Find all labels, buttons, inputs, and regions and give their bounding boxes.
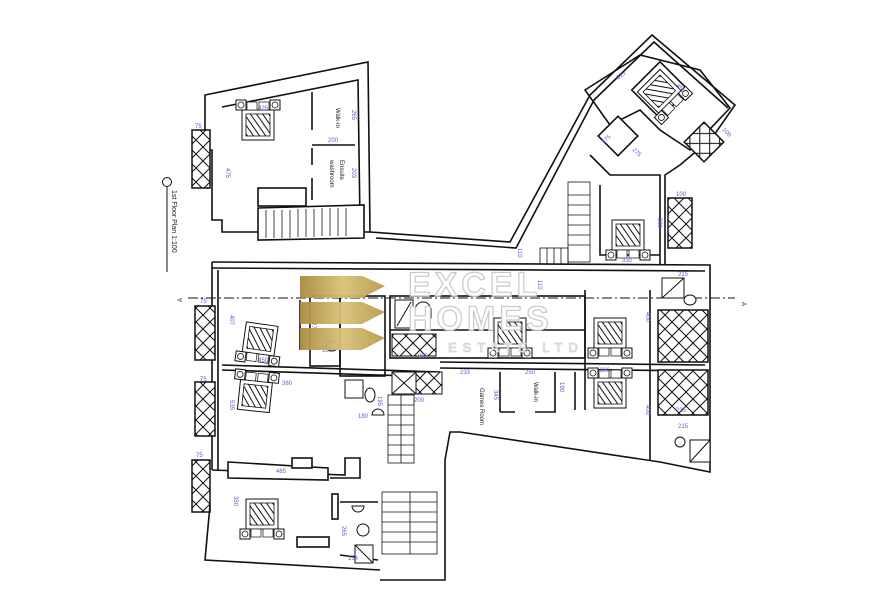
nw-stairs: [265, 208, 347, 238]
nw-bedroom: [204, 61, 371, 241]
watermark-logo: [300, 276, 385, 350]
svg-text:450: 450: [258, 358, 269, 364]
svg-text:203: 203: [350, 168, 356, 179]
bathroom-fixtures: [325, 277, 711, 463]
svg-text:75: 75: [196, 453, 203, 459]
bed-icon: [587, 317, 633, 359]
svg-text:380: 380: [656, 218, 662, 229]
svg-text:265: 265: [340, 526, 346, 537]
balcony-sw: [191, 459, 211, 513]
svg-text:Walk-in: Walk-in: [334, 108, 340, 128]
balcony-w1: [194, 305, 216, 361]
svg-text:100: 100: [676, 192, 687, 198]
balcony-w2: [194, 381, 216, 437]
svg-text:190: 190: [558, 382, 564, 393]
bed-icon: [239, 498, 285, 540]
svg-text:110: 110: [536, 280, 542, 290]
bed-icon: [230, 368, 280, 414]
ne-stairs: [539, 181, 591, 265]
svg-text:235: 235: [676, 408, 687, 414]
balcony-e2: [657, 309, 709, 363]
svg-text:200: 200: [414, 398, 425, 404]
svg-text:535: 535: [228, 400, 234, 411]
svg-text:350: 350: [232, 496, 238, 507]
svg-text:100: 100: [721, 127, 733, 139]
svg-text:1st Floor Plan 1:100: 1st Floor Plan 1:100: [170, 190, 177, 253]
bed-icon: [632, 64, 694, 126]
svg-text:195: 195: [376, 396, 382, 407]
svg-text:345: 345: [492, 390, 498, 401]
central-block: [211, 261, 711, 581]
sw-bedroom: [204, 457, 381, 571]
balcony-nw: [191, 129, 211, 189]
svg-text:75: 75: [200, 377, 207, 383]
balcony-e: [667, 197, 693, 249]
svg-text:110: 110: [516, 248, 522, 258]
svg-text:75: 75: [195, 124, 202, 130]
svg-text:Walk-in: Walk-in: [532, 382, 538, 402]
svg-text:200: 200: [328, 138, 339, 144]
svg-text:A: A: [740, 302, 746, 306]
svg-text:215: 215: [678, 424, 689, 430]
watermark-line1: EXCEL: [408, 266, 541, 304]
svg-text:330: 330: [622, 258, 633, 264]
svg-text:465: 465: [276, 469, 287, 475]
drawing-title: 1st Floor Plan 1:100: [162, 177, 177, 272]
svg-text:400: 400: [644, 312, 650, 323]
svg-text:800: 800: [418, 354, 429, 360]
svg-text:washroom: washroom: [328, 159, 334, 188]
svg-text:615: 615: [616, 70, 628, 81]
svg-text:Ensuite: Ensuite: [338, 160, 344, 181]
svg-text:400: 400: [644, 405, 650, 416]
svg-text:272: 272: [310, 322, 316, 333]
svg-text:175: 175: [601, 134, 613, 146]
svg-text:450: 450: [675, 83, 687, 95]
svg-text:380: 380: [282, 381, 293, 387]
svg-text:407: 407: [228, 315, 234, 326]
svg-text:180: 180: [358, 414, 369, 420]
balcony-ne: [683, 121, 725, 163]
svg-text:215: 215: [678, 272, 689, 278]
balcony-e3: [657, 369, 709, 416]
svg-text:A: A: [178, 298, 184, 302]
watermark-line3: ESTATE LTD: [448, 340, 584, 355]
svg-text:275: 275: [631, 147, 643, 159]
svg-text:154: 154: [348, 556, 359, 562]
svg-text:380: 380: [600, 368, 611, 374]
svg-text:233: 233: [460, 370, 471, 376]
svg-text:Games Room: Games Room: [478, 388, 484, 425]
svg-text:180: 180: [322, 348, 333, 354]
svg-text:250: 250: [525, 370, 536, 376]
svg-text:475: 475: [224, 168, 230, 179]
bed-icon: [605, 219, 651, 261]
bed-icon: [587, 367, 633, 409]
sw-bath-fixtures: [351, 505, 374, 564]
svg-text:265: 265: [350, 110, 356, 121]
watermark-line2: HOMES: [408, 300, 553, 338]
svg-text:425: 425: [258, 106, 269, 112]
sw-stairs: [381, 491, 438, 555]
central-stairs: [387, 394, 415, 464]
svg-text:75: 75: [200, 299, 207, 305]
